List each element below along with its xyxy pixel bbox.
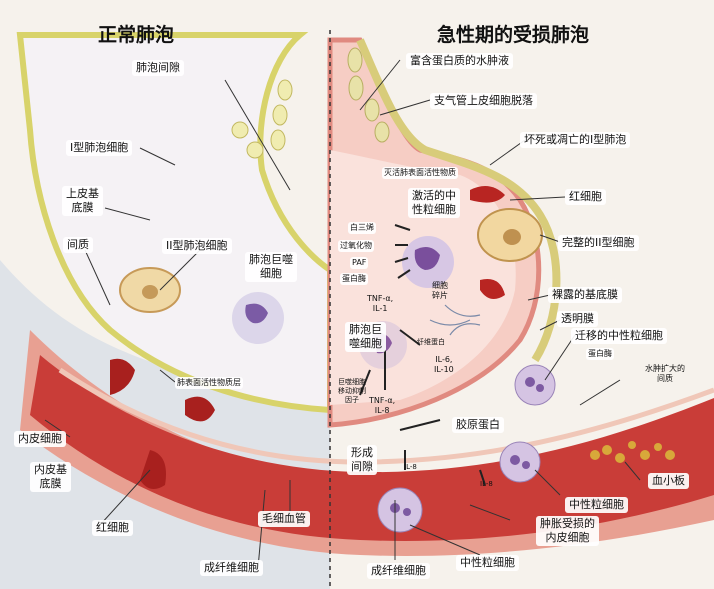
label-macrophage-right: 肺泡巨 噬细胞 <box>345 322 386 352</box>
label-bronchial-shed: 支气管上皮细胞脱落 <box>430 93 537 109</box>
label-macrophage-left: 肺泡巨噬 细胞 <box>245 252 297 282</box>
label-il8-b: IL-8 <box>480 480 493 488</box>
label-hyaline-membrane: 透明膜 <box>557 311 598 327</box>
label-cell-debris: 细胞 碎片 <box>432 281 448 300</box>
label-bare-bm: 裸露的基底膜 <box>548 287 622 303</box>
label-il6-il10: IL-6, IL-10 <box>434 355 454 374</box>
label-fibrin: 纤维蛋白 <box>417 338 445 346</box>
label-mif: 巨噬细胞 移动抑制 因子 <box>338 378 366 404</box>
label-neutrophil-1: 中性粒细胞 <box>565 497 628 513</box>
label-oxidants: 过氧化物 <box>338 240 374 252</box>
label-surfactant-layer: 肺表面活性物质层 <box>175 377 243 389</box>
label-swollen-endothelial: 肿胀受损的 内皮细胞 <box>536 516 599 546</box>
label-protease: 蛋白酶 <box>340 273 368 285</box>
label-il8-a: IL-8 <box>404 463 417 471</box>
label-intact-type2: 完整的II型细胞 <box>558 235 639 251</box>
label-capillary: 毛细血管 <box>258 511 310 527</box>
label-edema-interstitium: 水肿扩大的 间质 <box>645 364 685 383</box>
label-type1-cell: I型肺泡细胞 <box>66 140 133 156</box>
label-formed-interstitium: 形成 间隙 <box>347 445 377 475</box>
label-activated-neutrophil: 激活的中 性粒细胞 <box>408 188 460 218</box>
label-protease2: 蛋白酶 <box>586 348 614 360</box>
label-platelet: 血小板 <box>648 473 689 489</box>
label-paf: PAF <box>350 257 369 269</box>
label-fibroblast-right: 成纤维细胞 <box>367 563 430 579</box>
label-collagen: 胶原蛋白 <box>452 417 504 433</box>
label-protein-edema: 富含蛋白质的水肿液 <box>406 53 513 69</box>
label-rbc-left: 红细胞 <box>92 520 133 536</box>
right-title: 急性期的受损肺泡 <box>437 24 590 46</box>
label-rbc-right: 红细胞 <box>565 189 606 205</box>
label-inactive-surfactant: 灭活肺表面活性物质 <box>382 167 458 179</box>
label-neutrophil-2: 中性粒细胞 <box>456 555 519 571</box>
label-epithelial-bm: 上皮基 底膜 <box>62 186 103 216</box>
label-endothelial-cell: 内皮细胞 <box>14 431 66 447</box>
label-interstitium-alveolar: 肺泡间隙 <box>132 60 184 76</box>
label-fibroblast-left: 成纤维细胞 <box>200 560 263 576</box>
left-title: 正常肺泡 <box>98 24 175 46</box>
label-interstitium: 间质 <box>63 237 93 253</box>
label-migrating-neutrophil: 迁移的中性粒细胞 <box>571 328 667 344</box>
label-tnf-il8: TNF-α, IL-8 <box>369 396 396 415</box>
label-tnf-il1: TNF-α, IL-1 <box>367 294 394 313</box>
label-endothelial-bm: 内皮基 底膜 <box>30 462 71 492</box>
label-leukotriene: 白三烯 <box>348 222 376 234</box>
label-type2-cell: II型肺泡细胞 <box>162 238 232 254</box>
label-necrotic-type1: 坏死或凋亡的I型肺泡 <box>520 132 631 148</box>
